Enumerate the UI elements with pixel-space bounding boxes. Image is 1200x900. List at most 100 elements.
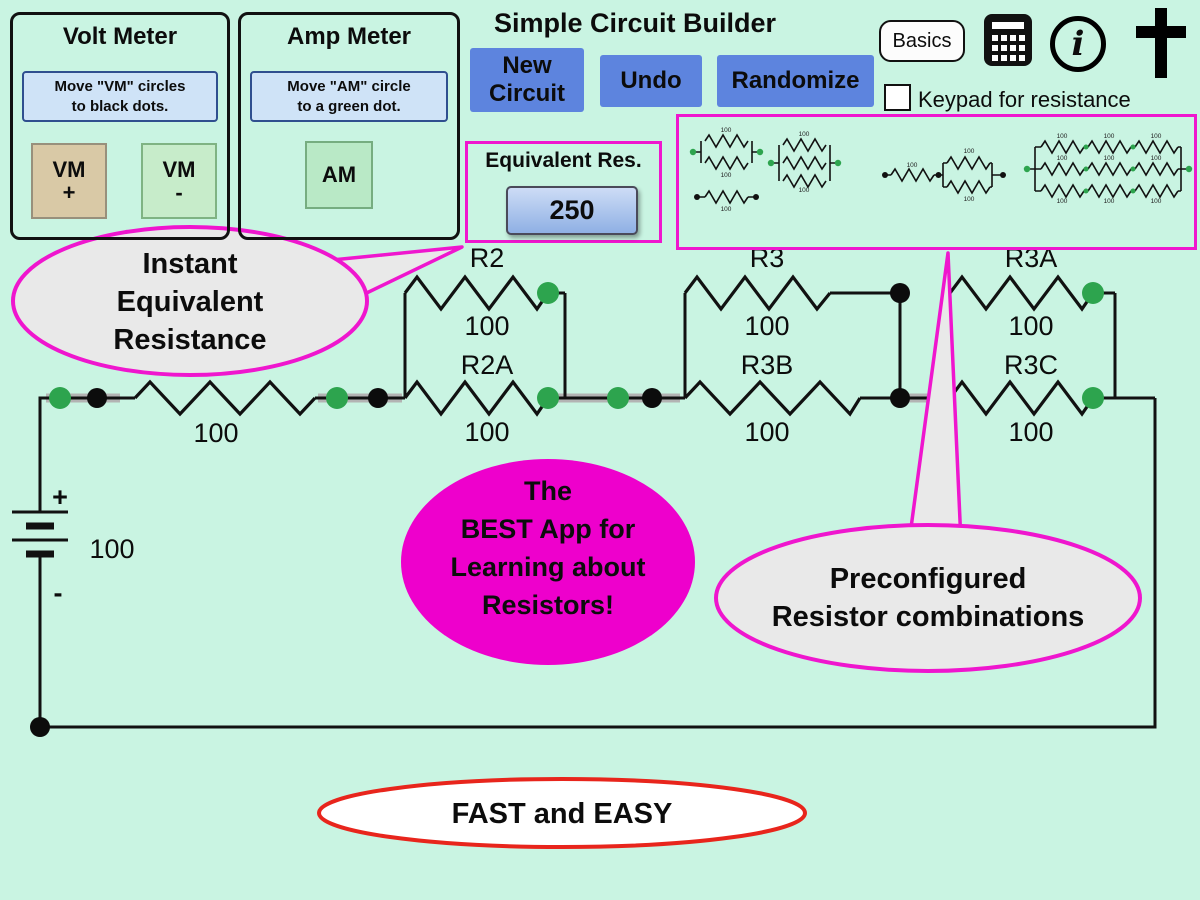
resistor-r3-value: 100 [744, 311, 789, 341]
am-label: AM [321, 162, 357, 188]
info-glyph: i [1071, 24, 1085, 64]
page-title: Simple Circuit Builder [493, 8, 777, 38]
undo-button[interactable]: Undo [600, 55, 702, 107]
svg-text:100: 100 [721, 206, 732, 213]
fast-easy-bubble: FAST and EASY [317, 777, 807, 849]
resistor-r3c[interactable]: R3C 100 [948, 350, 1095, 447]
vm-plus-sign: + [62, 180, 76, 205]
connection-dot-green[interactable] [1082, 387, 1104, 409]
connection-dot-green[interactable] [1082, 282, 1104, 304]
svg-text:100: 100 [907, 162, 918, 169]
vm-minus-sign: - [175, 180, 183, 205]
connection-dot-green[interactable] [607, 387, 629, 409]
svg-text:100: 100 [1151, 133, 1162, 140]
resistor-r2-value: 100 [464, 311, 509, 341]
battery-plus-label: + [52, 482, 68, 512]
new-circuit-button[interactable]: New Circuit [470, 48, 584, 112]
resistor-r3c-name: R3C [1004, 350, 1058, 380]
resistor-r3b[interactable]: R3B 100 [683, 350, 862, 447]
svg-text:100: 100 [1104, 133, 1115, 140]
svg-text:100: 100 [1057, 155, 1068, 162]
connection-dot-black[interactable] [890, 283, 910, 303]
resistor-r2a[interactable]: R2A 100 [403, 350, 550, 447]
cross-icon[interactable] [1136, 8, 1186, 78]
connection-dot-black[interactable] [87, 388, 107, 408]
volt-meter-instruction-line2: to black dots. [71, 97, 169, 115]
vm-minus-button[interactable]: VM - [141, 143, 217, 219]
resistor-r3c-value: 100 [1008, 417, 1053, 447]
connection-dot-green[interactable] [49, 387, 71, 409]
resistor-r3[interactable]: R3 100 [683, 243, 832, 341]
cross-icon-vertical [1155, 8, 1167, 78]
preconfig-bubble-line1: Preconfigured [830, 563, 1027, 595]
vm-plus-label: VM [52, 156, 86, 182]
connection-dot-green[interactable] [537, 387, 559, 409]
resistor-r3a[interactable]: R3A 100 [948, 243, 1095, 341]
resistor-r2a-name: R2A [461, 350, 514, 380]
svg-text:100: 100 [1057, 133, 1068, 140]
speech-bubble-preconfig: Preconfigured Resistor combinations [714, 251, 1142, 673]
fast-easy-label: FAST and EASY [452, 798, 673, 830]
basics-label: Basics [892, 29, 952, 52]
resistor-r1[interactable]: 100 [133, 379, 317, 448]
preconfig-thumb-1[interactable]: 100 100 100 [689, 127, 764, 213]
connection-dot-black[interactable] [368, 388, 388, 408]
svg-text:100: 100 [721, 172, 732, 179]
best-bubble-line3: Learning about [451, 552, 646, 582]
resistor-r1-value: 100 [193, 418, 238, 448]
info-icon[interactable]: i [1050, 16, 1106, 72]
connection-dot-black[interactable] [890, 388, 910, 408]
connection-dot-black[interactable] [30, 717, 50, 737]
keypad-label: Keypad for resistance [918, 87, 1131, 112]
amp-meter-instruction-line2: to a green dot. [297, 97, 401, 115]
svg-text:100: 100 [1104, 155, 1115, 162]
best-app-bubble: The BEST App for Learning about Resistor… [401, 459, 695, 665]
calculator-icon[interactable] [984, 14, 1032, 66]
preconfig-thumb-4[interactable]: 100 100 100 100 100 100 100 100 100 [1023, 133, 1193, 205]
randomize-label: Randomize [731, 67, 860, 95]
randomize-button[interactable]: Randomize [717, 55, 874, 107]
vm-plus-button[interactable]: VM + [31, 143, 107, 219]
volt-meter-title: Volt Meter [62, 23, 178, 50]
battery-value: 100 [89, 534, 134, 564]
preconfig-thumb-3[interactable]: 100 100 100 [882, 148, 1006, 203]
connection-dot-black[interactable] [642, 388, 662, 408]
resistor-r2-name: R2 [470, 243, 505, 273]
new-circuit-label-line1: New [502, 52, 552, 80]
preconfig-bubble-line2: Resistor combinations [772, 601, 1085, 633]
svg-text:100: 100 [1151, 198, 1162, 205]
cross-icon-horizontal [1136, 26, 1186, 38]
svg-text:100: 100 [964, 196, 975, 203]
new-circuit-label-line2: Circuit [488, 80, 565, 107]
svg-text:100: 100 [1151, 155, 1162, 162]
svg-text:100: 100 [721, 127, 732, 134]
instant-bubble-line1: Instant [142, 248, 237, 280]
battery-minus-label: - [54, 578, 63, 608]
instant-bubble-line3: Resistance [113, 324, 266, 356]
svg-text:100: 100 [1057, 198, 1068, 205]
best-bubble-line2: BEST App for [461, 514, 636, 544]
resistor-r3b-name: R3B [741, 350, 794, 380]
volt-meter-instruction-line1: Move "VM" circles [54, 78, 186, 95]
equivalent-resistance-label: Equivalent Res. [485, 149, 642, 172]
preconfigured-panel: 100 100 100 100 100 100 100 100 [676, 114, 1197, 250]
amp-meter-instruction-line1: Move "AM" circle [287, 78, 411, 95]
amp-meter-instruction: Move "AM" circle to a green dot. [250, 71, 448, 122]
resistor-r2[interactable]: R2 100 [403, 243, 550, 341]
connection-dot-green[interactable] [326, 387, 348, 409]
resistor-r2a-value: 100 [464, 417, 509, 447]
resistor-r3a-value: 100 [1008, 311, 1053, 341]
speech-bubble-instant: Instant Equivalent Resistance [11, 225, 464, 377]
svg-text:100: 100 [1104, 198, 1115, 205]
am-button[interactable]: AM [305, 141, 373, 209]
undo-label: Undo [620, 67, 682, 95]
basics-button[interactable]: Basics [879, 20, 965, 62]
keypad-checkbox[interactable] [884, 84, 911, 111]
connection-dot-green[interactable] [537, 282, 559, 304]
amp-meter-panel: Amp Meter Move "AM" circle to a green do… [238, 12, 460, 240]
equivalent-resistance-value: 250 [506, 186, 638, 235]
volt-meter-instruction: Move "VM" circles to black dots. [22, 71, 218, 122]
preconfig-thumb-2[interactable]: 100 100 [767, 131, 842, 194]
